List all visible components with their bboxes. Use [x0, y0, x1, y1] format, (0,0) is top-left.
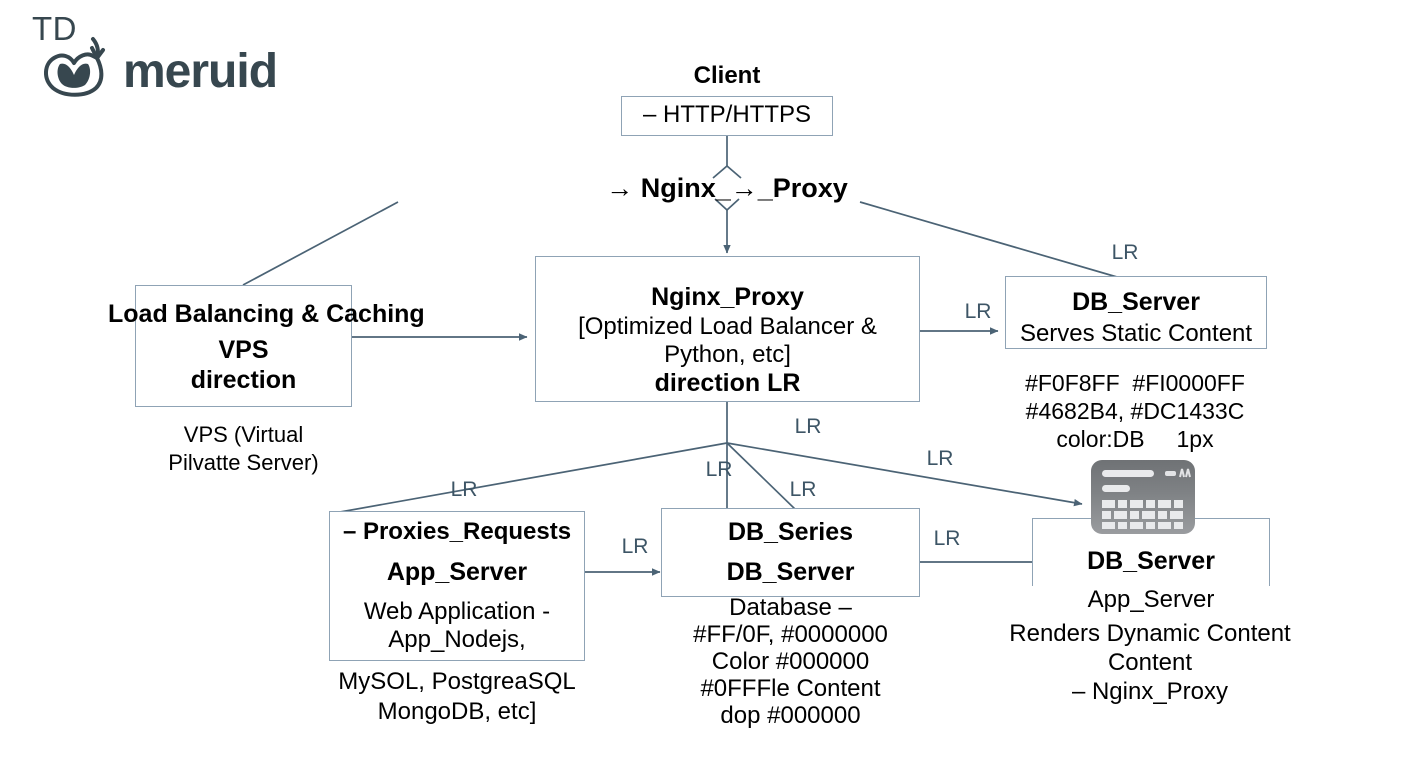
logo-wordmark: meruid — [123, 45, 278, 98]
app-server-desc-line-2: App_Nodejs, — [388, 626, 526, 653]
nginx-proxy-desc-line-2: Python, etc] — [664, 341, 791, 368]
app-server-box[interactable] — [329, 511, 585, 661]
db-series-caption-line-3: Color #000000 — [711, 648, 870, 675]
client-label: Client — [693, 62, 761, 89]
db-series-box[interactable] — [661, 508, 920, 597]
client-box[interactable] — [621, 96, 833, 136]
edge-label-fan-app-server: LR — [450, 478, 478, 501]
edge-label-fan-center-right: LR — [789, 478, 817, 501]
edge-label-series-to-dynamic: LR — [933, 527, 961, 550]
client-protocol-text: – HTTP/HTTPS — [642, 101, 811, 128]
nginx-proxy-title: Nginx_Proxy — [651, 283, 804, 311]
db-series-subtitle: DB_Server — [726, 558, 855, 586]
edge-label-center-down: LR — [794, 415, 822, 438]
db-server-static-desc: Serves Static Content — [1019, 320, 1253, 347]
app-server-proxies-line: – Proxies_Requests — [342, 518, 572, 545]
app-server-title: App_Server — [386, 558, 528, 586]
db-server-static-caption-line-1: #F0F8FF #FI0000FF — [1025, 370, 1245, 396]
db-server-static-caption-line-3: color:DB 1px — [1056, 426, 1214, 452]
nginx-proxy-desc-line-1: [Optimized Load Balancer & — [578, 313, 877, 340]
db-series-title: DB_Series — [727, 518, 854, 546]
edge-label-fan-db-dynamic: LR — [926, 447, 954, 470]
db-server-static-caption-line-2: #4682B4, #DC1433C — [1025, 398, 1245, 424]
load-balancing-direction: direction — [190, 366, 297, 394]
logo-superscript: TD — [32, 10, 77, 47]
db-server-dynamic-caption-line-1: Renders Dynamic Content — [1009, 620, 1291, 647]
db-server-static-box[interactable] — [1005, 276, 1267, 349]
app-server-caption-line-1: MySOL, PostgreaSQL — [338, 668, 576, 695]
app-server-desc-line-1: Web Application - — [363, 598, 551, 625]
server-rack-icon — [1089, 458, 1197, 541]
db-server-static-title: DB_Server — [1072, 288, 1200, 316]
db-series-caption-line-4: #0FFFle Content — [700, 675, 881, 702]
load-balancing-vps: VPS — [218, 336, 269, 364]
db-server-dynamic-caption-line-2: Content — [1107, 649, 1193, 676]
db-series-caption-line-5: dop #000000 — [720, 702, 861, 729]
load-balancing-title: Load Balancing & Caching — [108, 300, 425, 328]
db-server-dynamic-title: DB_Server — [1087, 547, 1215, 575]
edge-label-nginx-to-db-static: LR — [1111, 241, 1139, 264]
load-balancing-caption-line-2: Pilvatte Server) — [168, 450, 319, 475]
load-balancing-caption-line-1: VPS (Virtual — [183, 422, 304, 447]
nginx-proxy-heading: → Nginx_→_Proxy — [606, 173, 848, 203]
app-server-caption-line-2: MongoDB, etc] — [377, 698, 537, 725]
db-series-caption-line-1: Database – — [729, 594, 852, 621]
db-series-caption-line-2: #FF/0F, #0000000 — [693, 621, 888, 648]
load-balancing-box[interactable] — [135, 285, 352, 407]
edge-label-center-to-db-static: LR — [964, 300, 992, 323]
nginx-proxy-box[interactable] — [535, 256, 920, 402]
nginx-proxy-direction: direction LR — [654, 369, 801, 397]
meruid-bird-logo-icon — [44, 37, 105, 97]
edge-label-fan-center-left: LR — [705, 458, 733, 481]
db-server-dynamic-subtitle: App_Server — [1032, 586, 1270, 614]
edge-label-app-to-series: LR — [621, 535, 649, 558]
db-server-dynamic-caption-line-3: – Nginx_Proxy — [1071, 678, 1229, 705]
